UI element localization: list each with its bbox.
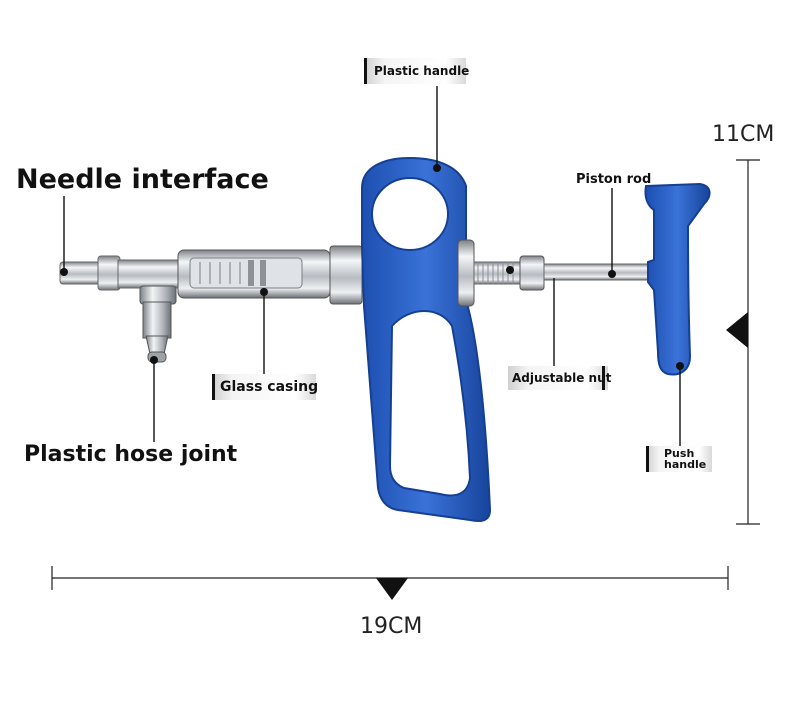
glass-casing-tag-bar xyxy=(212,374,215,400)
needle-interface-label: Needle interface xyxy=(16,164,269,195)
adjustable-nut-tag-bar xyxy=(602,366,605,390)
push-handle-label: Push handle xyxy=(664,447,707,471)
needle-interface-dot xyxy=(60,268,68,276)
plastic-handle-label: Plastic handle xyxy=(374,64,470,78)
piston-rod-dot xyxy=(608,270,616,278)
glass-casing-tag xyxy=(212,374,316,400)
thread-lines xyxy=(477,262,514,284)
width-dimension-arrow xyxy=(376,578,408,600)
plastic-handle-dot xyxy=(433,164,441,172)
plunger-seal-part-2 xyxy=(260,260,266,286)
handle-grip-hole xyxy=(388,310,472,497)
width-dimension-label: 19CM xyxy=(360,614,423,639)
piston-rod-label: Piston rod xyxy=(576,172,652,187)
push-handle-dot xyxy=(676,362,684,370)
glass-scale-marks xyxy=(199,262,241,284)
height-dimension-label: 11CM xyxy=(712,122,775,147)
plunger-seal-part xyxy=(248,260,254,286)
push-handle-part xyxy=(644,182,711,376)
plastic-handle-tag xyxy=(364,58,466,84)
push-handle-tag xyxy=(646,446,712,472)
push-handle-tag-bar xyxy=(646,446,649,472)
adjustable-nut-label: Adjustable nut xyxy=(512,371,612,385)
glass-casing-label: Glass casing xyxy=(220,379,319,395)
hose-joint-dot xyxy=(150,356,158,364)
adjustable-nut-dot xyxy=(506,266,514,274)
height-dimension-arrow xyxy=(726,312,748,348)
handle-top-hole xyxy=(371,177,449,251)
glass-window-part xyxy=(189,257,303,289)
plastic-hose-joint-label: Plastic hose joint xyxy=(24,442,238,467)
plastic-handle-tag-bar xyxy=(364,58,367,84)
adjustable-nut-tag xyxy=(508,366,608,390)
glass-casing-dot xyxy=(260,288,268,296)
